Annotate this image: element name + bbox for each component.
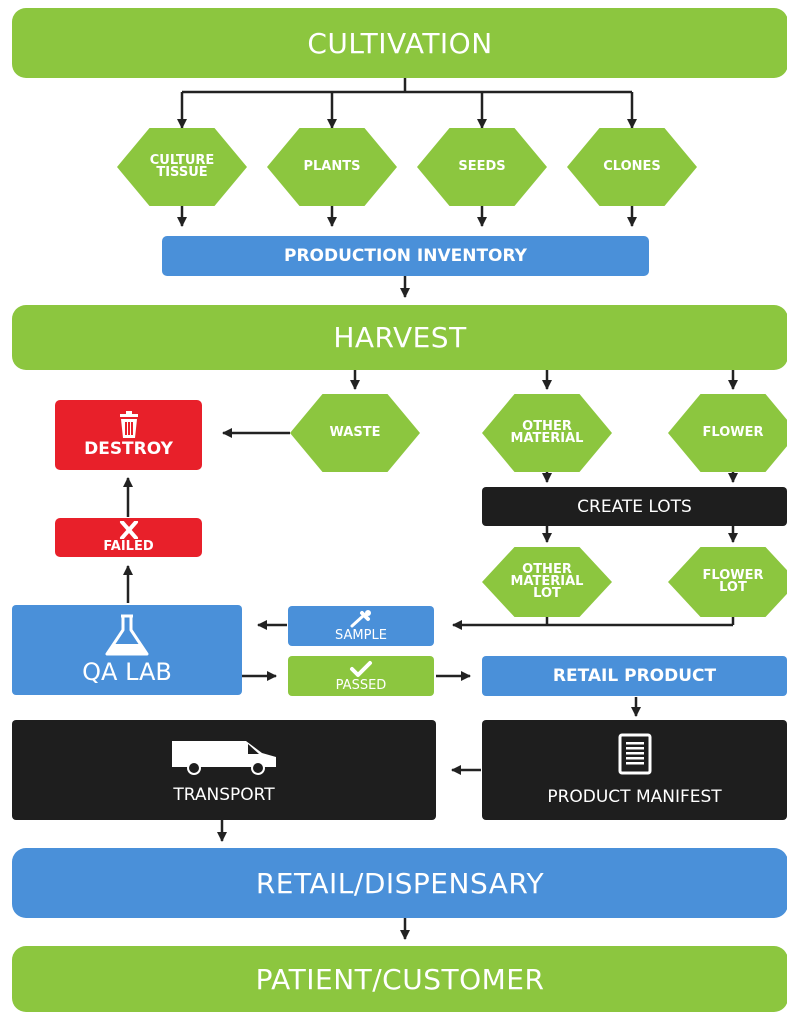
seeds-label: SEEDS [458,159,506,174]
production-inventory-label: PRODUCTION INVENTORY [284,246,527,266]
retail-dispensary-stage: RETAIL/DISPENSARY [12,848,787,918]
sample-node: SAMPLE [288,606,434,646]
other-material-lot-node: OTHER MATERIAL LOT [482,547,612,617]
create-lots-label: CREATE LOTS [577,496,692,517]
passed-node: PASSED [288,656,434,696]
create-lots-node: CREATE LOTS [482,487,787,526]
failed-node: FAILED [55,518,202,557]
pipette-icon [350,609,371,627]
trash-icon [119,411,138,438]
checkmark-icon [350,660,372,677]
flower-label: FLOWER [702,425,764,440]
flask-icon [105,614,149,656]
document-icon [618,733,651,775]
qa-lab-node: QA LAB [12,605,242,695]
cultivation-label: CULTIVATION [307,26,493,60]
retail-product-label: RETAIL PRODUCT [552,666,717,686]
waste-label: WASTE [329,425,381,440]
product-manifest-label: PRODUCT MANIFEST [547,787,722,807]
patient-customer-stage: PATIENT/CUSTOMER [12,946,787,1012]
other-material-lot-label: OTHER MATERIAL LOT [510,562,584,601]
cultivation-stage: CULTIVATION [12,8,787,78]
retail-dispensary-label: RETAIL/DISPENSARY [255,866,545,900]
other-material-label: OTHER MATERIAL [510,419,584,446]
production-inventory-node: PRODUCTION INVENTORY [162,236,649,276]
sample-label: SAMPLE [335,627,387,643]
clones-node: CLONES [567,128,697,206]
clones-label: CLONES [603,159,661,174]
plants-label: PLANTS [303,159,361,174]
retail-product-node: RETAIL PRODUCT [482,656,787,696]
harvest-label: HARVEST [333,321,467,354]
qa-lab-label: QA LAB [82,658,172,686]
culture-tissue-node: CULTURE TISSUE [117,128,247,206]
van-icon [172,741,276,775]
transport-node: TRANSPORT [12,720,436,820]
destroy-label: DESTROY [84,439,173,459]
failed-label: FAILED [103,539,154,554]
passed-label: PASSED [335,677,387,693]
culture-tissue-label: CULTURE TISSUE [149,153,215,180]
transport-label: TRANSPORT [173,785,275,805]
patient-customer-label: PATIENT/CUSTOMER [255,962,545,996]
harvest-stage: HARVEST [12,305,787,370]
product-manifest-node: PRODUCT MANIFEST [482,720,787,820]
flower-lot-label: FLOWER LOT [702,568,764,595]
x-icon [119,521,138,539]
destroy-node: DESTROY [55,400,202,470]
